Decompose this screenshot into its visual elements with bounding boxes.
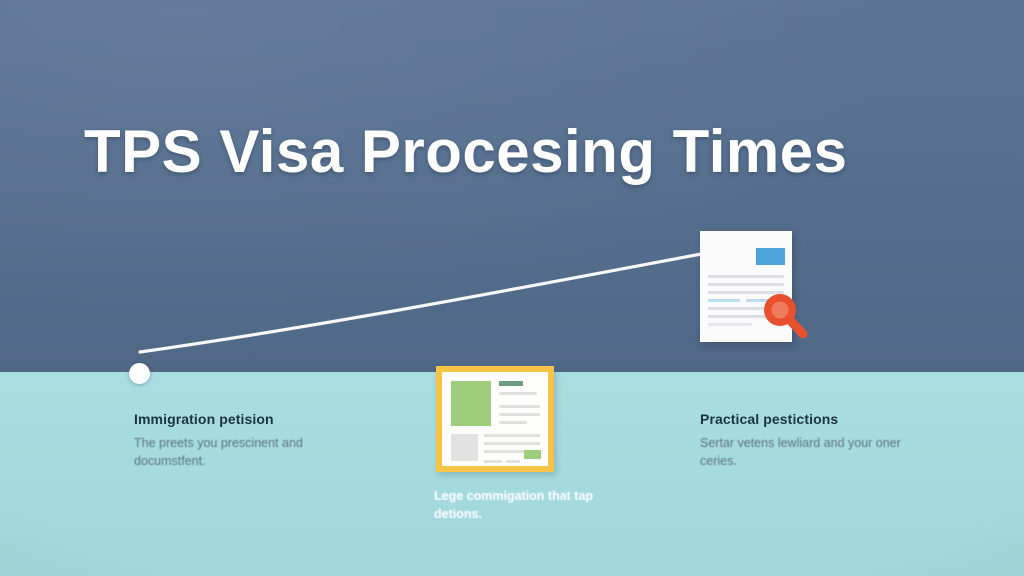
document-card-icon bbox=[436, 366, 554, 472]
blurb-body: The preets you prescinent and documstfen… bbox=[134, 436, 303, 468]
card-text-line bbox=[484, 434, 540, 437]
blurb-body: Sertar vetens lewliard and your oner cer… bbox=[700, 436, 901, 468]
document-text-line bbox=[708, 323, 752, 326]
card-text-line bbox=[484, 442, 540, 445]
blurb-heading: Immigration petision bbox=[134, 411, 274, 427]
document-text-line bbox=[708, 291, 784, 294]
page-title: TPS Visa Procesing Times bbox=[84, 118, 848, 185]
card-thumbnail-block bbox=[451, 434, 478, 461]
blurb-heading: Practical pestictions bbox=[700, 411, 839, 427]
document-text-line bbox=[746, 299, 784, 302]
search-icon[interactable] bbox=[762, 292, 808, 338]
card-badge bbox=[524, 450, 541, 459]
card-text-line bbox=[499, 421, 527, 424]
document-text-line bbox=[708, 283, 784, 286]
card-text-line bbox=[484, 460, 502, 463]
card-caption: Lege commigation that tap detions. bbox=[434, 489, 594, 521]
document-text-line bbox=[708, 275, 784, 278]
card-text-line bbox=[484, 450, 540, 453]
document-header-block bbox=[756, 248, 785, 265]
document-text-line bbox=[708, 315, 770, 318]
blurb-immigration-petition: Immigration petision The preets you pres… bbox=[134, 411, 344, 470]
document-text-line bbox=[708, 307, 784, 310]
card-heading-bar bbox=[499, 381, 523, 386]
document-text-line bbox=[708, 299, 740, 302]
card-image-block bbox=[451, 381, 491, 426]
card-text-line bbox=[506, 460, 520, 463]
card-text-line bbox=[499, 413, 540, 416]
start-point-marker-icon bbox=[129, 363, 150, 384]
card-text-line bbox=[499, 405, 540, 408]
card-text-line bbox=[499, 392, 537, 395]
blurb-practical-predictions: Practical pestictions Sertar vetens lewl… bbox=[700, 411, 915, 470]
document-card-body bbox=[442, 372, 548, 466]
